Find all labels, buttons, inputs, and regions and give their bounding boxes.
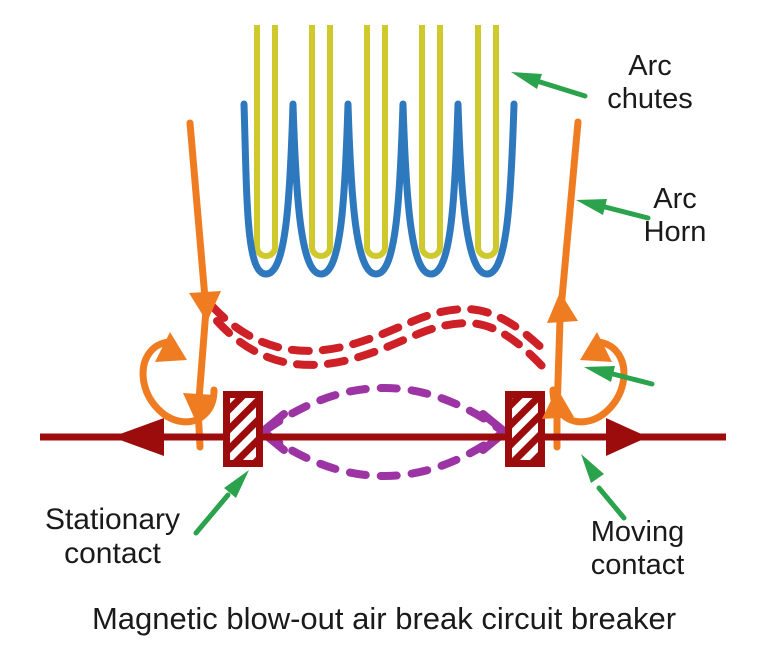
arc-chute (309, 25, 333, 259)
right-horn-line (553, 118, 582, 416)
arc-chutes-pointer-tail (537, 79, 588, 99)
right-blowout-coil (549, 338, 628, 426)
moving-contact-pointer-tail (596, 485, 627, 521)
stationary-contact-pointer-tail (193, 492, 231, 536)
left-horn-line (186, 119, 210, 416)
arc-horn-pointer-head (576, 199, 607, 215)
stationary-contact-label: Stationary contact (44, 503, 181, 571)
stationary-contact-block (223, 391, 263, 467)
conductor-right-arrow (606, 418, 648, 456)
left-arc-horn (139, 119, 221, 426)
arc-path-dashes (208, 302, 551, 371)
flux-upper-arc (262, 384, 505, 434)
conductor-left-arrow (112, 418, 164, 456)
pointer-arrows (193, 72, 655, 536)
moving-contact-label: Moving contact (590, 516, 685, 582)
main-conductor (40, 418, 726, 456)
arc-chutes-pointer-head (511, 72, 542, 89)
left-horn-upper-arrowhead (189, 291, 221, 322)
arc-chute (475, 25, 499, 259)
right-horn-upper-arrowhead (547, 292, 578, 323)
arc-path-lower (213, 317, 547, 371)
right-coil-arrowhead (580, 332, 612, 362)
coil-pointer-tail (610, 371, 655, 387)
diagram-title: Magnetic blow-out air break circuit brea… (91, 601, 677, 636)
arc-horn-pointer-tail (602, 204, 651, 221)
coil-pointer-head (584, 366, 615, 382)
right-arc-horn (542, 118, 628, 426)
barrier-curve (240, 100, 518, 278)
arc-chute (254, 25, 278, 259)
arc-path-upper (208, 302, 551, 357)
arc-horn-label: Arc Horn (643, 183, 707, 249)
arc-chutes-group (254, 25, 499, 259)
left-blowout-coil (139, 338, 218, 426)
stationary-contact-pointer-head (224, 470, 249, 498)
arc-chutes-label: Arc chutes (607, 50, 693, 116)
flux-right-arrowhead (479, 410, 509, 454)
flux-left-arrowhead (258, 410, 288, 454)
moving-contact-block (505, 391, 545, 467)
arc-chute (364, 25, 388, 259)
arc-chute (419, 25, 443, 259)
left-coil-arrowhead (155, 332, 187, 362)
flux-loop (258, 384, 509, 480)
moving-contact-pointer-head (581, 454, 604, 483)
flux-lower-arc (262, 430, 505, 480)
left-horn-lower-arrowhead (183, 393, 215, 424)
